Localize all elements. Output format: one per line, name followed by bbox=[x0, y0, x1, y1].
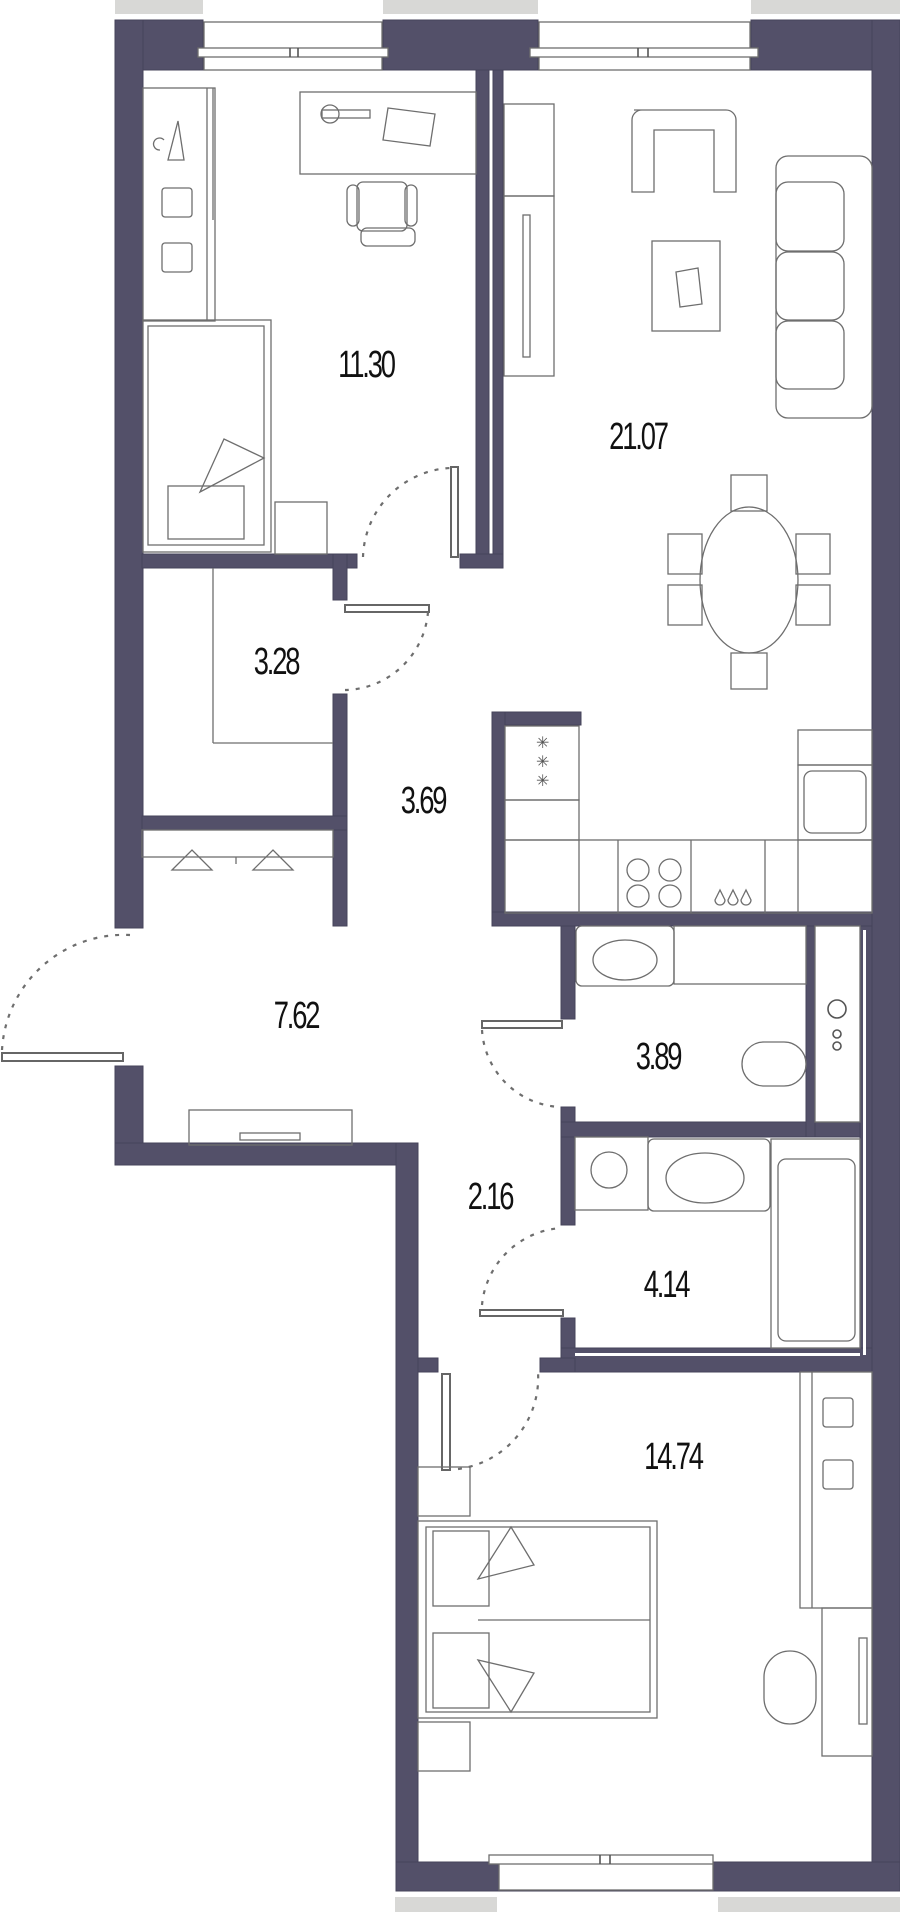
svg-text:✳: ✳ bbox=[536, 733, 549, 752]
doors bbox=[0, 466, 564, 1471]
furniture-bedroom-master bbox=[417, 1371, 873, 1772]
room-area-wc: 3.89 bbox=[635, 1036, 683, 1078]
svg-text:✳: ✳ bbox=[536, 771, 549, 790]
room-area-bathroom: 4.14 bbox=[643, 1264, 691, 1306]
svg-text:✳: ✳ bbox=[536, 752, 549, 771]
furniture-kitchen: ✳ ✳ ✳ bbox=[504, 725, 873, 914]
room-area-corridor: 3.69 bbox=[400, 780, 448, 822]
room-area-bedroom-small: 11.30 bbox=[338, 344, 396, 386]
room-area-hall: 7.62 bbox=[273, 995, 321, 1037]
room-area-living-kitchen: 21.07 bbox=[609, 416, 669, 458]
room-area-bedroom-master: 14.74 bbox=[644, 1436, 704, 1478]
room-area-corridor-2: 2.16 bbox=[467, 1176, 515, 1218]
furniture-wardrobe bbox=[141, 568, 353, 1146]
window-markers bbox=[115, 0, 900, 1912]
furniture-bathrooms bbox=[574, 925, 861, 1349]
furniture-living bbox=[503, 103, 873, 690]
walls bbox=[114, 19, 900, 1892]
furniture-bedroom-small bbox=[142, 87, 477, 555]
windows bbox=[197, 21, 759, 1891]
room-area-wardrobe: 3.28 bbox=[253, 641, 301, 683]
